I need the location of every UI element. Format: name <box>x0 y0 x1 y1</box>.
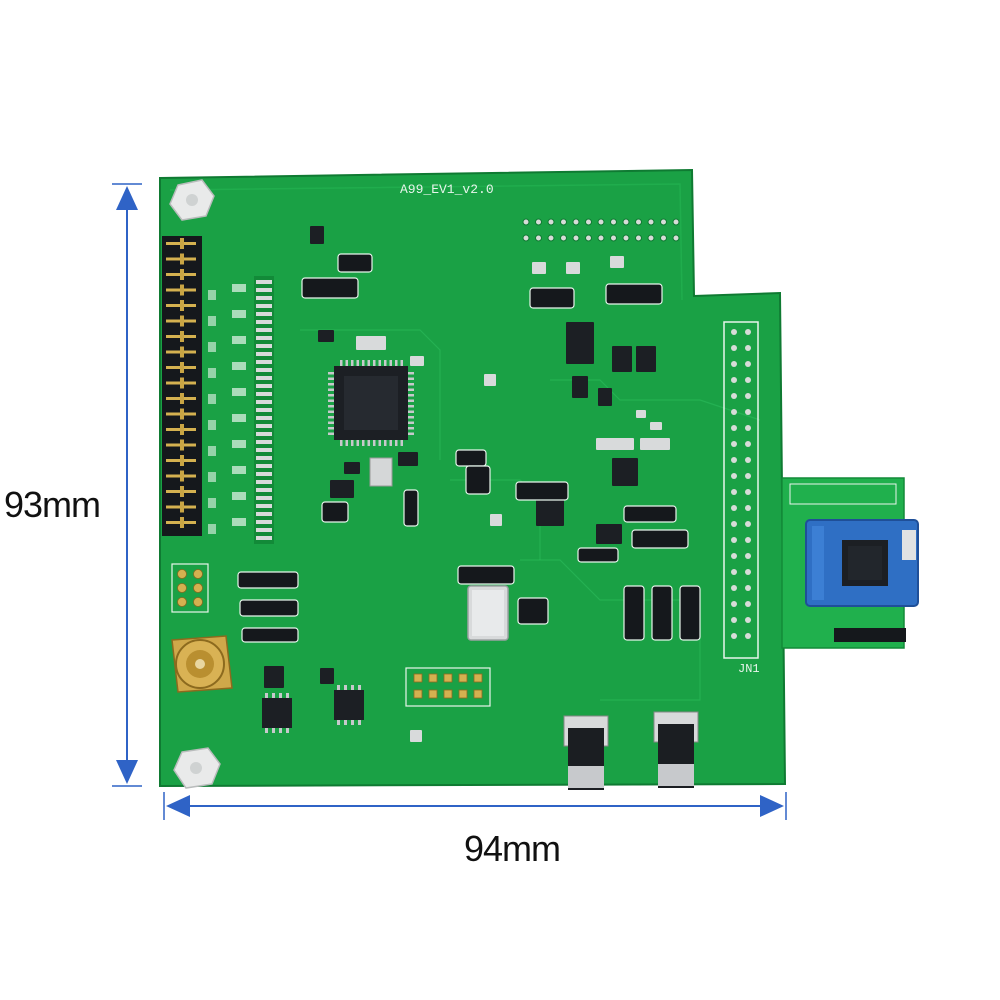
width-dimension-label: 94mm <box>464 828 561 869</box>
left-pin-header <box>162 236 202 536</box>
passive-array-column <box>208 276 274 544</box>
gold-pad-block <box>171 563 209 613</box>
soic-chips <box>262 685 364 733</box>
daughter-board <box>781 477 919 649</box>
mcu-chip <box>328 360 414 446</box>
jn1-connector: JN1 <box>723 321 760 676</box>
gold-pin-header <box>405 667 491 707</box>
standoff-top <box>169 179 215 221</box>
jn1-label: JN1 <box>738 662 760 676</box>
top-through-holes <box>522 218 680 242</box>
crystal-oscillator <box>467 585 509 641</box>
crystal-small <box>369 457 393 487</box>
jumper-blocks <box>237 253 701 643</box>
small-components <box>264 226 670 742</box>
board-title-silkscreen: A99_EV1_v2.0 <box>400 182 494 197</box>
height-dimension-label: 93mm <box>4 484 101 525</box>
sma-connector <box>168 634 233 694</box>
bottom-connector-right <box>653 711 699 788</box>
width-dimension-arrow <box>163 792 787 820</box>
bottom-connector-left <box>563 715 609 790</box>
height-dimension-arrow <box>112 183 142 787</box>
standoff-bottom <box>173 747 221 789</box>
